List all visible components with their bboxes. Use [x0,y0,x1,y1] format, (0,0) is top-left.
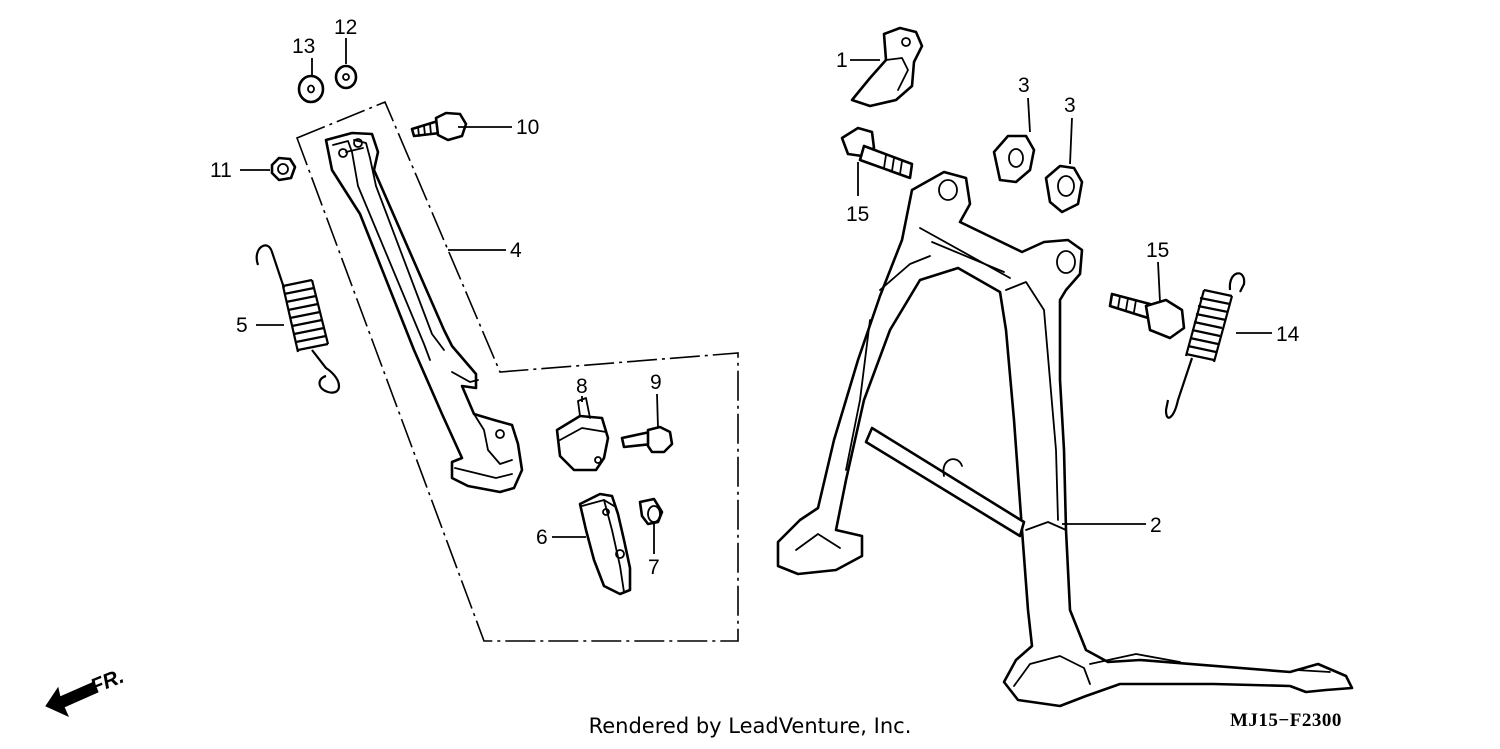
part-11-nut[interactable] [270,156,297,182]
callout-6: 6 [536,526,548,549]
leader-lines [240,38,1272,554]
front-direction-label: FR. [87,665,127,699]
part-10-pivot-bolt[interactable] [410,111,468,142]
part-1-bracket[interactable] [850,26,924,108]
side-stand-assembly-frame [295,100,739,642]
render-credit: Rendered by LeadVenture, Inc. [588,714,912,738]
part-6-switch-bracket[interactable] [578,492,632,596]
part-14-main-stand-spring[interactable] [1164,272,1246,419]
diagram-code: MJ15−F2300 [1230,710,1342,731]
part-9-switch-bolt[interactable] [620,425,674,454]
part-13-washer[interactable] [297,74,325,104]
callout-15a: 15 [846,203,869,226]
part-15-bolt-left[interactable] [840,126,914,180]
callout-5: 5 [236,314,248,337]
callout-15b: 15 [1146,239,1169,262]
part-15-bolt-right[interactable] [1108,292,1186,340]
part-3-collar-b[interactable] [1044,164,1084,214]
callout-12: 12 [334,16,357,39]
part-8-side-stand-switch[interactable] [555,397,610,472]
callout-14: 14 [1276,323,1300,346]
front-direction-arrow-icon: FR. [45,665,127,717]
callout-9: 9 [650,371,662,394]
part-7-collar[interactable] [638,497,664,526]
callout-3a: 3 [1018,74,1030,97]
part-12-washer[interactable] [334,64,358,90]
part-5-side-stand-spring[interactable] [255,244,341,394]
callout-13: 13 [292,35,315,58]
callout-10: 10 [516,116,539,139]
part-3-washer-a[interactable] [992,134,1036,184]
callout-labels: 1 3 3 15 15 14 2 13 12 10 11 4 5 8 9 6 7 [210,16,1300,579]
part-2-main-stand[interactable] [776,170,1354,708]
callout-3b: 3 [1064,94,1076,117]
callout-8: 8 [576,375,588,398]
callout-11: 11 [210,159,232,182]
callout-7: 7 [648,556,660,579]
part-4-side-stand[interactable] [324,131,524,494]
callout-1: 1 [836,49,848,72]
callout-4: 4 [510,239,522,262]
callout-2: 2 [1150,514,1162,537]
